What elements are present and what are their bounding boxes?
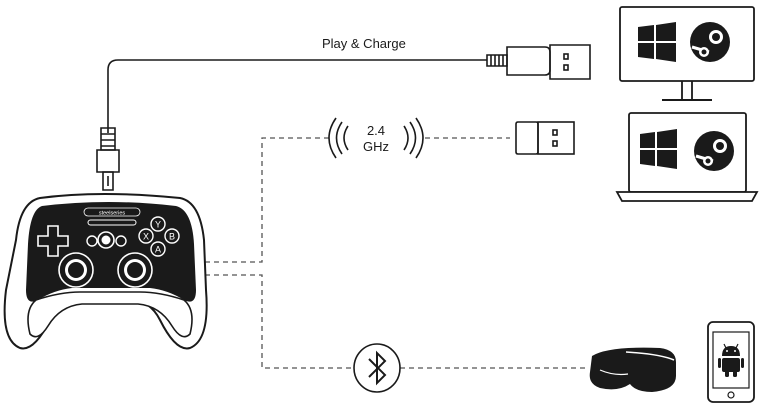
dpad	[37, 225, 69, 257]
button-b-label: B	[169, 232, 175, 242]
button-a-label: A	[155, 245, 161, 255]
smartphone-icon	[707, 321, 755, 403]
button-x-label: X	[143, 232, 149, 242]
laptop-icon	[615, 112, 759, 202]
gamepad-icon: steelseries Y X B A	[3, 193, 208, 350]
wireless-dashed-line	[205, 137, 585, 369]
steam-logo-icon	[690, 22, 730, 62]
right-thumbstick	[117, 252, 153, 288]
android-logo-icon	[718, 343, 744, 377]
wireless-band-unit: GHz	[363, 139, 389, 154]
wireless-signal-icon	[328, 117, 424, 159]
steam-logo-icon	[694, 131, 734, 171]
usb-cable-icon	[96, 44, 591, 191]
left-thumbstick	[58, 252, 94, 288]
wireless-band-number: 2.4	[367, 123, 385, 138]
face-buttons	[138, 216, 180, 257]
button-y-label: Y	[155, 220, 161, 230]
vr-headset-icon	[589, 347, 676, 392]
desktop-monitor-icon	[619, 6, 755, 101]
controller-brand-label: steelseries	[99, 211, 126, 217]
play-charge-label: Play & Charge	[322, 36, 406, 51]
usb-dongle-icon	[515, 121, 575, 155]
windows-logo-icon	[638, 22, 676, 62]
bluetooth-icon	[353, 343, 401, 393]
windows-logo-icon	[640, 129, 677, 169]
